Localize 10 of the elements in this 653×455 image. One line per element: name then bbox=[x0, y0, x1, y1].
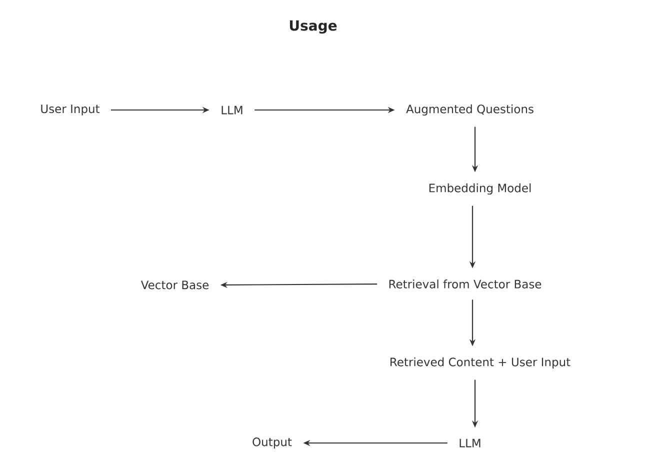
node-label: Output bbox=[252, 438, 292, 448]
node-label: LLM bbox=[460, 438, 480, 448]
node-label: LLM bbox=[222, 106, 242, 114]
node-label: Embedding Model bbox=[429, 183, 531, 195]
node-label: User Input bbox=[41, 104, 100, 116]
node-label: Augmented Questions bbox=[406, 104, 534, 116]
node-label: Retrieved Content + User Input bbox=[390, 357, 570, 369]
title: Usage bbox=[290, 20, 337, 34]
node-label: Vector Base bbox=[140, 280, 209, 290]
node-label: Retrieval from Vector Base bbox=[389, 280, 542, 288]
